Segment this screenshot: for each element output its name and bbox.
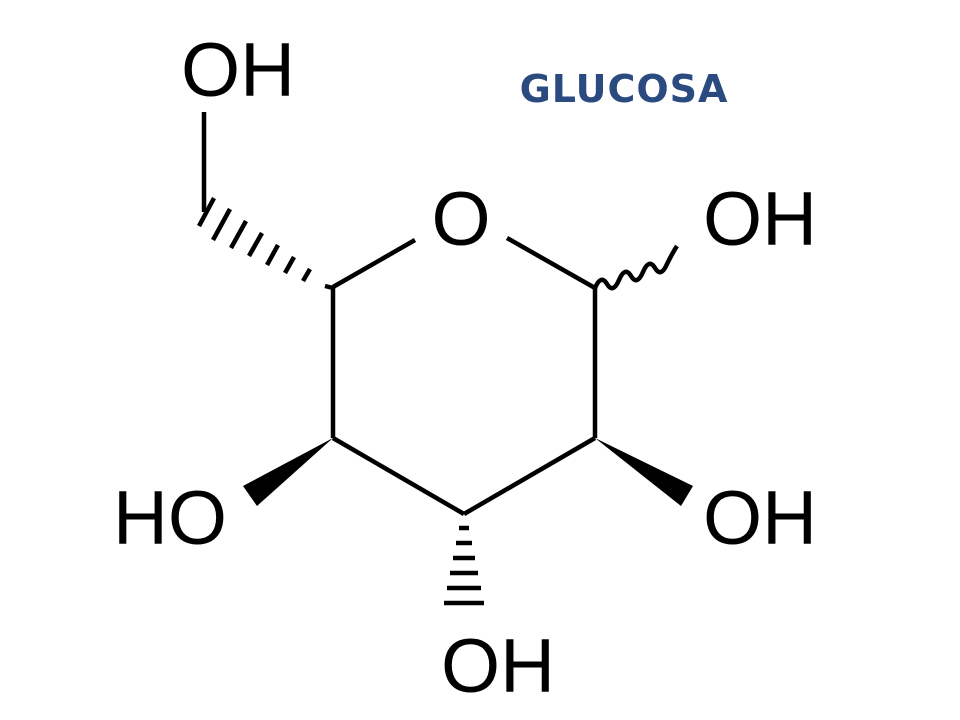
c4-hydroxyl-label: HO: [113, 476, 227, 561]
c3-hydroxyl-label: OH: [441, 624, 555, 709]
bond-c2-c3: [462, 436, 597, 516]
wedge-bond-c2: [595, 438, 693, 506]
c1-hydroxyl-label: OH: [703, 177, 817, 262]
c6-hydroxyl-label: OH: [181, 28, 295, 113]
pyranose-ring: [330, 236, 598, 516]
diagram-title: GLUCOSA: [520, 67, 729, 111]
wavy-bond-c1: [592, 244, 679, 291]
bond-c3-c4: [331, 436, 466, 516]
wedge-bond-c4: [243, 438, 333, 506]
bond-o-c1: [505, 236, 597, 290]
bond-c5-o: [331, 238, 417, 289]
ring-oxygen-label: O: [431, 177, 490, 262]
hashed-bond-c5-c6: [197, 196, 334, 291]
c2-hydroxyl-label: OH: [703, 476, 817, 561]
hashed-bond-c3: [444, 525, 484, 606]
